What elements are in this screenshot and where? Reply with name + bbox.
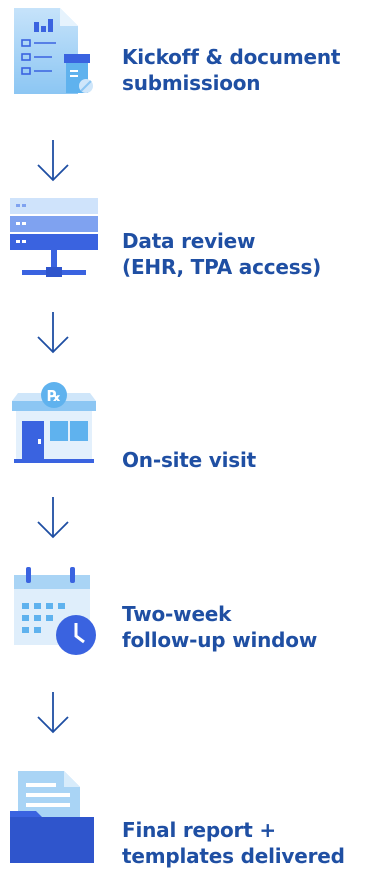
down-arrow-icon <box>28 495 78 541</box>
step-label: Two-week follow-up window <box>122 602 318 652</box>
document-checklist-icon <box>8 4 100 96</box>
svg-text:℞: ℞ <box>47 387 60 405</box>
server-rack-icon <box>8 194 100 286</box>
down-arrow-icon <box>28 310 78 356</box>
step-label: On-site visit <box>122 448 257 472</box>
step-label: Kickoff & document submissioon <box>122 45 341 95</box>
pharmacy-building-icon: ℞ <box>8 375 100 467</box>
calendar-clock-icon <box>8 565 100 657</box>
down-arrow-icon <box>28 690 78 736</box>
step-label: Final report + templates delivered <box>122 818 345 868</box>
folder-report-icon <box>8 771 100 867</box>
step-label: Data review (EHR, TPA access) <box>122 229 322 279</box>
down-arrow-icon <box>28 138 78 184</box>
